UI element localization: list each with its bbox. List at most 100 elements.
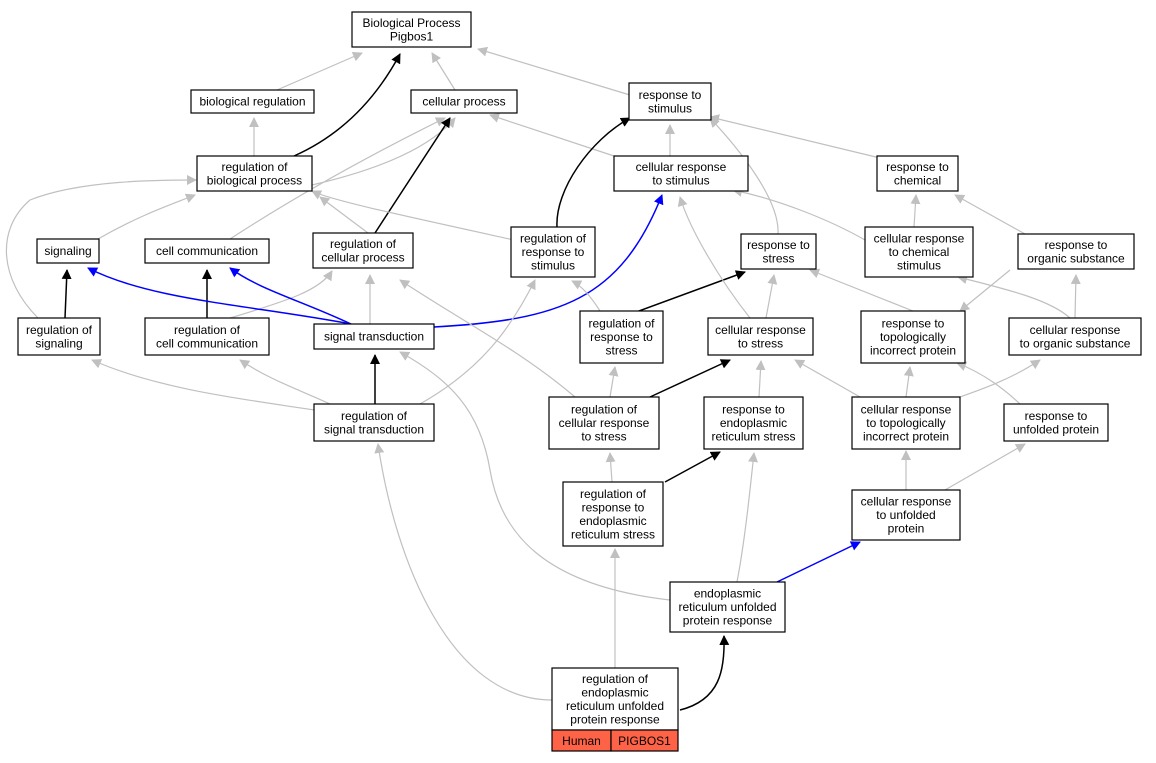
edge-gray-47 [605,452,616,483]
node-box [860,310,966,364]
edge-gray-20 [5,175,197,319]
edge-black-48 [664,451,721,483]
edge-gray-9 [910,194,921,228]
edge-gray-14 [319,196,369,234]
edge-black-17 [556,117,631,228]
node-box [628,82,712,121]
edge-gray-44 [794,359,861,398]
edge-gray-10 [954,194,1026,235]
node-box [510,226,596,278]
edge-gray-30 [677,196,751,319]
go-term-node-cellcomm[interactable]: cell communication [144,238,270,264]
edge-gray-27 [571,280,601,312]
edge-blue-53 [776,541,861,583]
node-box [876,155,959,192]
edge-gray-22 [229,270,333,319]
edge-blue-24 [229,267,352,325]
edge-gray-50 [944,443,1026,491]
edge-black-15 [374,117,451,234]
node-label: cell communication [156,244,258,258]
node-box [1003,403,1109,442]
edge-gray-0 [276,52,363,91]
gene-table-gene-cell [610,729,679,752]
edge-gray-43 [903,366,914,398]
edge-gray-37 [239,359,331,405]
node-box [707,317,814,356]
edge-gray-11 [732,186,866,241]
go-term-node-signaling[interactable]: signaling [36,238,100,264]
edge-black-28 [619,270,746,319]
node-box [312,232,414,269]
edge-blue-25 [433,194,664,328]
edge-gray-18 [709,117,779,235]
edge-gray-32 [959,269,1011,312]
edge-gray-1 [431,52,456,91]
go-term-node-cellproc[interactable]: cellular process [410,89,518,114]
edge-black-19 [61,269,72,319]
node-label: signal transduction [324,330,424,344]
node-box [562,481,664,547]
edge-gray-51 [736,452,759,583]
edge-gray-40 [608,366,619,398]
node-box [851,396,961,450]
node-box [36,238,100,264]
node-box [410,89,518,114]
edge-gray-38 [419,279,536,405]
node-box [351,11,472,48]
node-box [17,317,101,356]
edge-gray-8 [709,114,881,159]
node-box [740,233,817,270]
edge-gray-35 [91,359,315,411]
edge-gray-42 [755,360,766,398]
node-box [579,310,664,364]
edge-gray-7 [489,113,615,157]
go-term-node-sigtrans[interactable]: signal transduction [313,323,435,350]
node-box [196,155,313,192]
edge-gray-31 [809,268,914,312]
go-term-node-bioreg[interactable]: biological regulation [190,89,315,114]
node-box [851,489,961,541]
